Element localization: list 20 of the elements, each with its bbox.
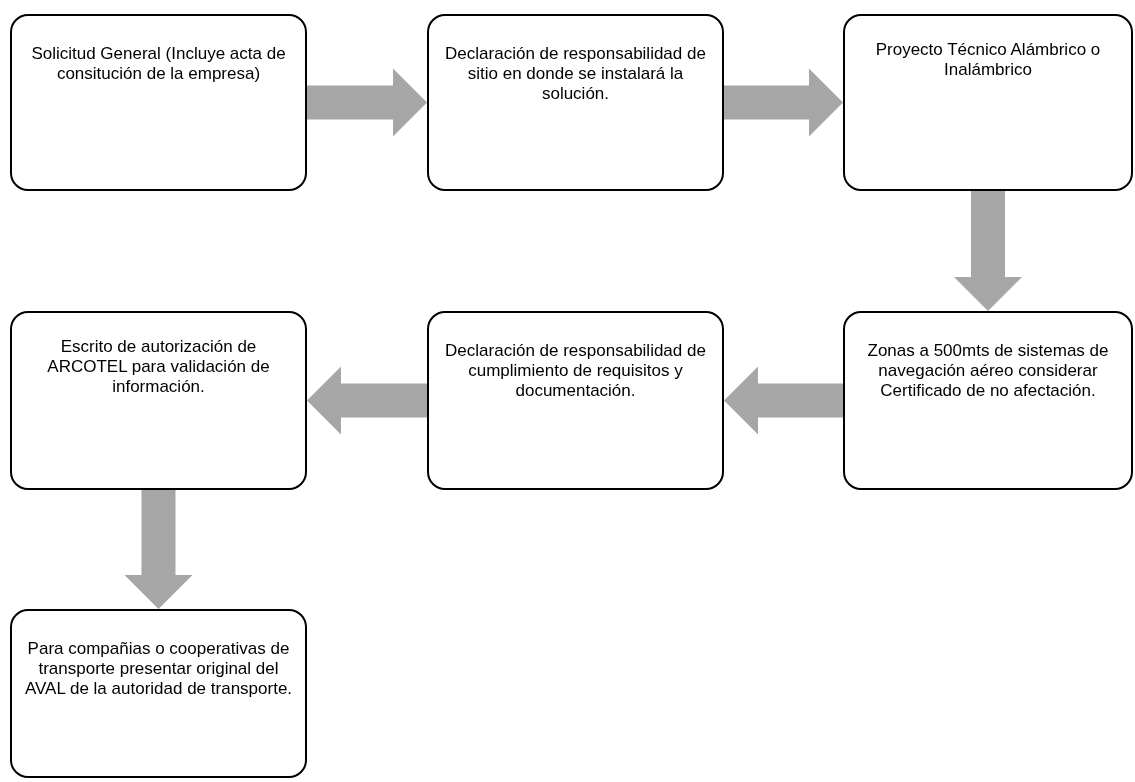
step-text: Para compañias o cooperativas de transporte presentar original del AVAL de la autoridad de transporte. [24, 639, 293, 699]
process-box [427, 311, 724, 490]
step-text: Escrito de autorización de ARCOTEL para validación de información. [46, 337, 271, 397]
process-box [427, 14, 724, 191]
process-box [10, 14, 307, 191]
process-box [843, 311, 1133, 490]
block-arrow [954, 191, 1022, 311]
step-text: Declaración de responsabilidad de sitio en donde se instalará la solución. [444, 44, 707, 104]
step-text: Proyecto Técnico Alámbrico o Inalámbrico [874, 40, 1102, 80]
process-box [10, 609, 307, 778]
step-text: Zonas a 500mts de sistemas de navegación aéreo considerar Certificado de no afectación. [866, 341, 1110, 401]
step-text: Declaración de responsabilidad de cumplimiento de requisitos y documentación. [444, 341, 707, 401]
block-arrow [724, 366, 843, 435]
block-arrow [124, 490, 193, 609]
process-box [10, 311, 307, 490]
step-text: Solicitud General (Incluye acta de consitución de la empresa) [30, 44, 287, 84]
process-box [843, 14, 1133, 191]
block-arrow [307, 68, 427, 137]
block-arrow [724, 68, 843, 137]
block-arrow [307, 366, 427, 435]
